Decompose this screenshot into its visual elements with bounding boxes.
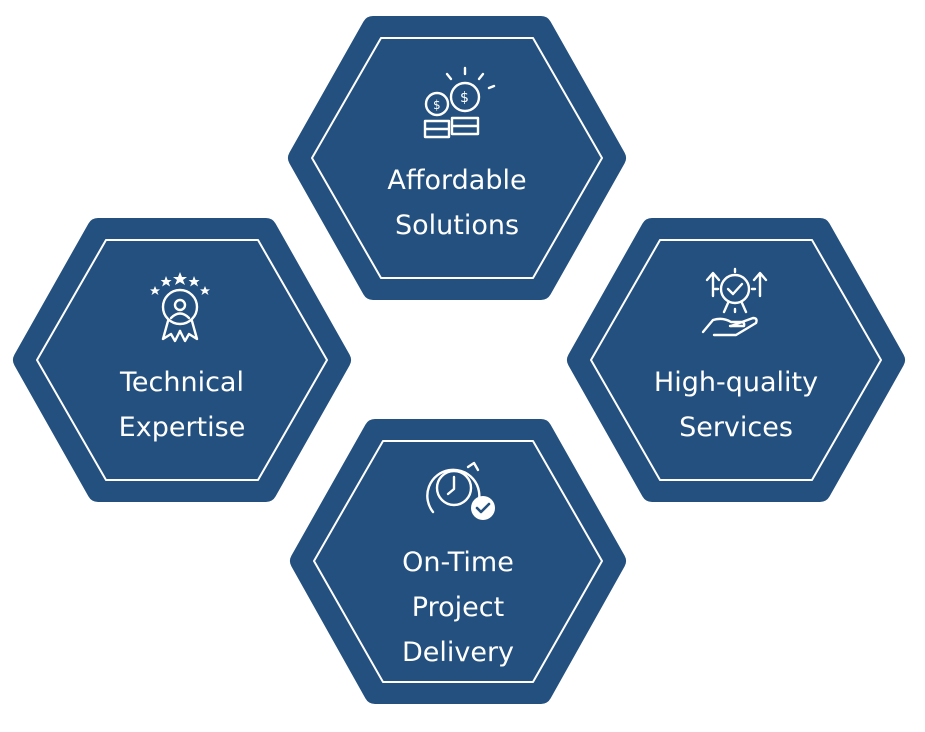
clock-check-icon <box>426 461 495 520</box>
label-line: Affordable <box>387 165 527 196</box>
hex-ontime <box>290 419 626 704</box>
hex-quality <box>567 218 905 502</box>
hex-affordable <box>288 16 626 300</box>
label-line: Solutions <box>394 210 520 241</box>
label-line: Delivery <box>401 637 515 668</box>
label-line: Expertise <box>118 412 246 443</box>
label-line: Services <box>679 412 793 443</box>
label-affordable: Affordable Solutions <box>357 158 557 248</box>
award-badge-icon <box>150 272 210 343</box>
label-technical: Technical Expertise <box>82 360 282 450</box>
coins-icon: $ $ <box>423 66 496 139</box>
label-quality: High-quality Services <box>626 360 846 450</box>
svg-text:$: $ <box>460 90 469 106</box>
label-ontime: On-Time Project Delivery <box>358 540 558 675</box>
label-line: High-quality <box>653 367 819 398</box>
quality-hand-icon <box>701 267 768 337</box>
label-line: Project <box>411 592 505 623</box>
hex-technical <box>13 218 351 502</box>
label-line: On-Time <box>402 547 514 578</box>
svg-text:$: $ <box>433 98 441 112</box>
label-line: Technical <box>120 367 244 398</box>
